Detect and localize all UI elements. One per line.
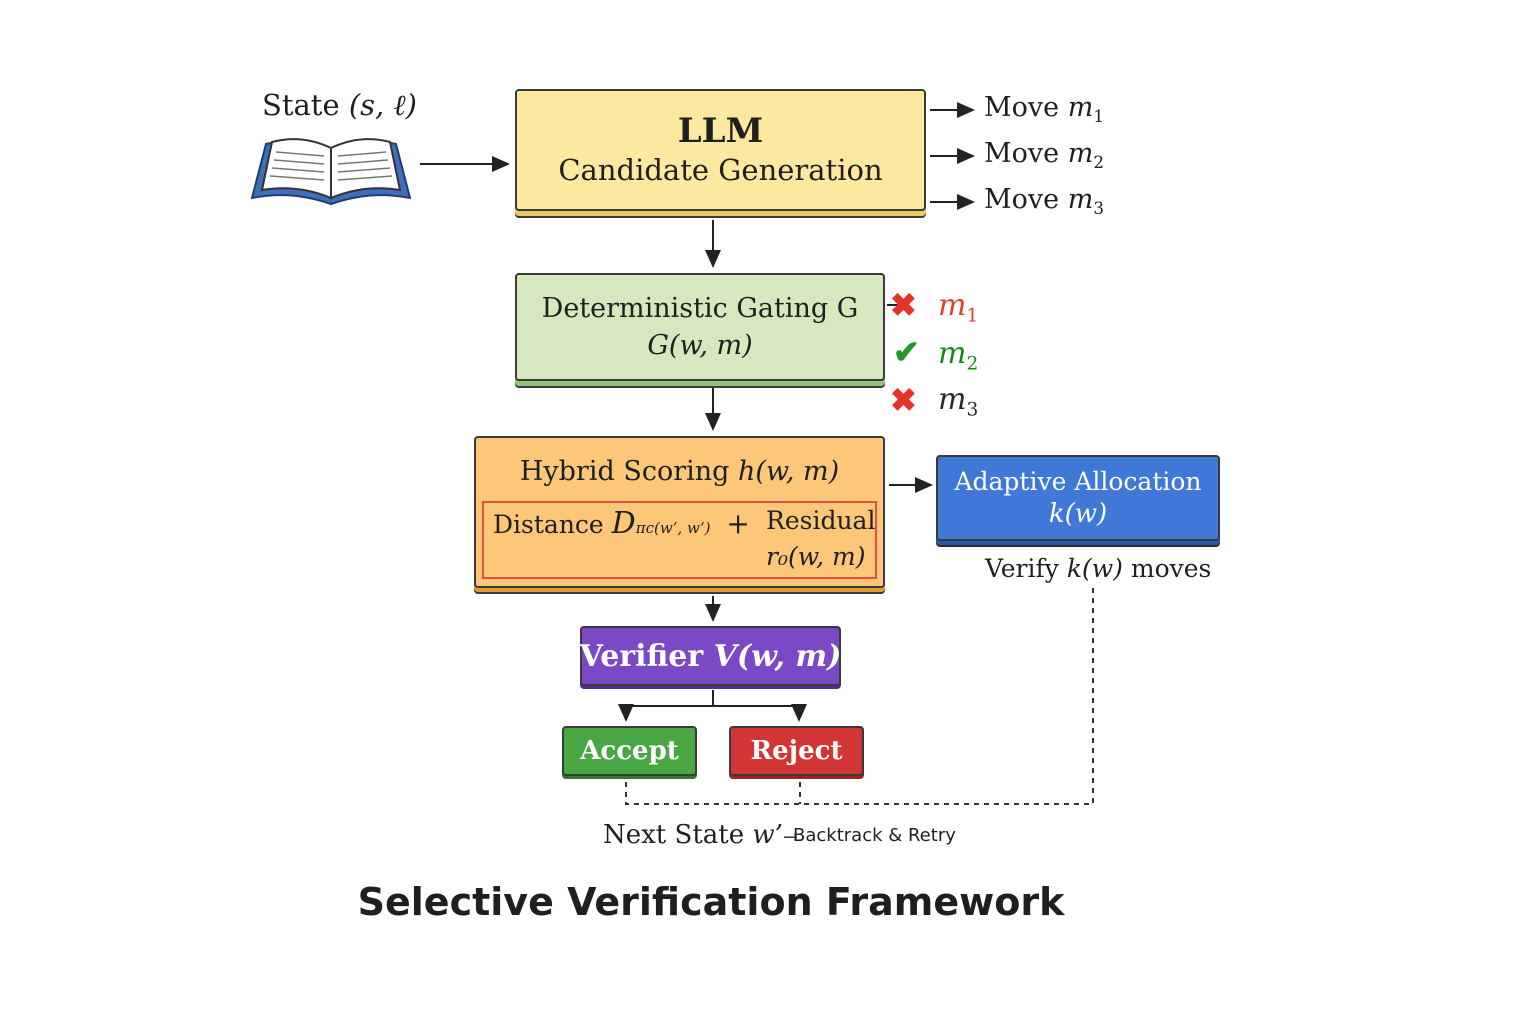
gating-title: Deterministic Gating G <box>541 293 859 324</box>
move-3-label: Move m3 <box>984 184 1104 218</box>
verifier-math: V(w, m) <box>713 638 842 674</box>
hybrid-title: Hybrid Scoring h(w, m) <box>520 454 839 490</box>
state-label-math: (s, ℓ) <box>348 88 417 122</box>
next-state-arrow: → <box>782 827 798 848</box>
gated-move-1-sub: 1 <box>966 305 979 327</box>
verifier-box: Verifier V(w, m) <box>580 626 841 686</box>
deterministic-gating-box: Deterministic Gating G G(w, m) <box>515 273 885 381</box>
gating-formula: G(w, m) <box>647 330 753 361</box>
verifier-label: Verifier V(w, m) <box>580 639 842 674</box>
next-state-math: w’ <box>752 820 783 850</box>
move-2-label: Move m2 <box>984 138 1104 172</box>
llm-title: LLM <box>677 111 764 151</box>
hybrid-scoring-box: Hybrid Scoring h(w, m) <box>474 436 885 588</box>
hybrid-residual-math: r₀(w, m) <box>766 542 866 571</box>
move-3-text: Move <box>984 184 1060 215</box>
adaptive-formula: k(w) <box>1048 499 1108 529</box>
hybrid-title-math: h(w, m) <box>738 456 840 487</box>
gated-move-1: m1 <box>938 288 978 327</box>
state-label-prefix: State <box>262 88 340 122</box>
open-book-icon <box>246 134 416 214</box>
accept-check-icon: ✔ <box>893 333 920 371</box>
adaptive-allocation-box: Adaptive Allocation k(w) <box>936 455 1220 541</box>
reject-label: Reject <box>750 736 843 766</box>
hybrid-residual-label: Residual <box>766 506 876 535</box>
reject-x-icon: ✖ <box>890 381 917 419</box>
state-label: State (s, ℓ) <box>262 88 417 123</box>
move-1-var: m <box>1067 92 1094 123</box>
move-1-text: Move <box>984 92 1060 123</box>
next-state-text: Next State <box>603 820 745 850</box>
next-state-label: Next State w’→ <box>603 820 798 850</box>
verify-suffix: moves <box>1130 554 1212 583</box>
hybrid-distance-term: Distance Dπc(w’, w‘) + <box>493 506 750 541</box>
move-2-text: Move <box>984 138 1060 169</box>
gated-move-2: m2 <box>938 336 978 375</box>
accept-box: Accept <box>562 726 697 776</box>
backtrack-retry-label: Backtrack & Retry <box>793 825 956 846</box>
gated-move-1-var: m <box>938 288 967 323</box>
gated-move-3-var: m <box>938 382 967 417</box>
distance-math: D <box>611 506 636 541</box>
reject-box: Reject <box>729 726 864 776</box>
accept-label: Accept <box>580 736 679 766</box>
figure-caption: Selective Verification Framework <box>357 880 1065 924</box>
distance-sub: πc(w’, w‘) <box>635 519 711 537</box>
reject-x-icon: ✖ <box>890 286 917 324</box>
adaptive-title: Adaptive Allocation <box>954 467 1202 496</box>
gated-move-2-sub: 2 <box>966 353 979 375</box>
hybrid-title-prefix: Hybrid Scoring <box>519 456 730 487</box>
llm-subtitle: Candidate Generation <box>558 153 883 187</box>
plus-sign: + <box>726 507 750 540</box>
verify-k-moves-label: Verify k(w) moves <box>985 554 1211 583</box>
move-2-sub: 2 <box>1093 151 1104 172</box>
move-3-sub: 3 <box>1093 197 1104 218</box>
gated-move-2-var: m <box>938 336 967 371</box>
llm-candidate-generation-box: LLM Candidate Generation <box>515 89 926 211</box>
gated-move-3: m3 <box>938 382 978 421</box>
move-2-var: m <box>1067 138 1094 169</box>
distance-label: Distance <box>493 510 604 539</box>
gated-move-3-sub: 3 <box>966 399 979 421</box>
hybrid-formula-frame <box>482 501 877 579</box>
move-1-label: Move m1 <box>984 92 1104 126</box>
move-1-sub: 1 <box>1093 105 1104 126</box>
verify-math: k(w) <box>1066 554 1123 583</box>
move-3-var: m <box>1067 184 1094 215</box>
verify-prefix: Verify <box>985 554 1059 583</box>
verifier-text: Verifier <box>579 638 704 674</box>
